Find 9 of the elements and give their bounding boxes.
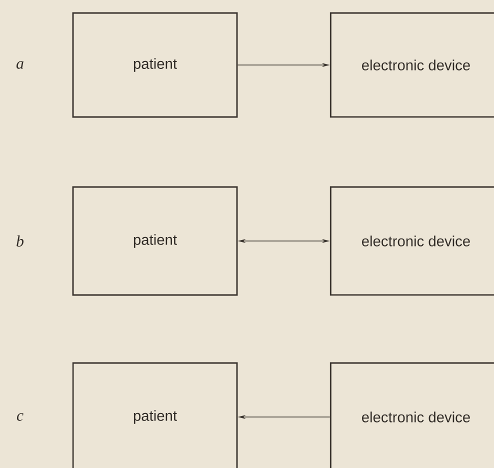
process-box: electronic device [330,362,494,468]
process-box: patient [72,12,238,118]
process-box: patient [72,362,238,468]
row-letter: a [16,61,24,69]
row-letter: b [16,235,24,247]
process-box: electronic device [330,186,494,296]
process-box: electronic device [330,12,494,118]
row-letter: c [16,413,24,421]
process-box: patient [72,186,238,296]
